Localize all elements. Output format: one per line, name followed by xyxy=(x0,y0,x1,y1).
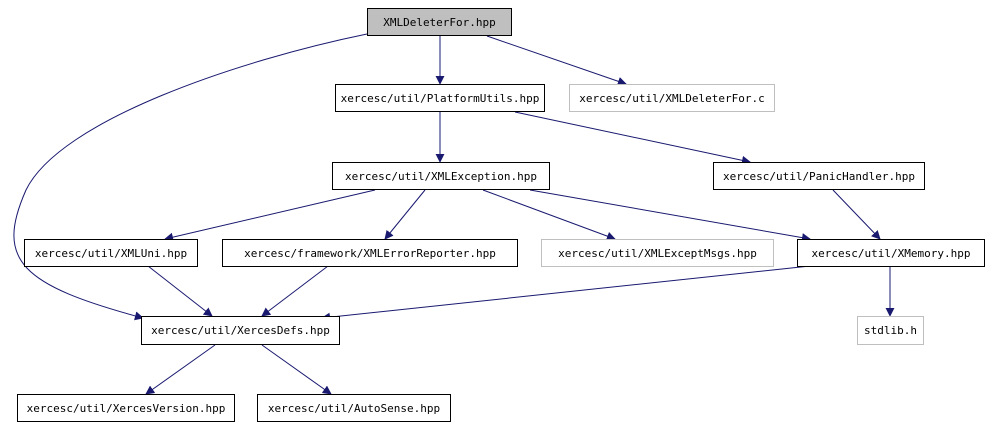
node-xmldeleterfor-hpp[interactable]: XMLDeleterFor.hpp xyxy=(367,8,512,36)
node-xmemory[interactable]: xercesc/util/XMemory.hpp xyxy=(797,239,985,267)
node-panichandler[interactable]: xercesc/util/PanicHandler.hpp xyxy=(713,162,925,190)
node-label: stdlib.h xyxy=(864,324,917,337)
edge-panichandler-to-xmemory xyxy=(832,189,881,240)
node-label: xercesc/util/XMLUni.hpp xyxy=(34,246,188,260)
edge-root-to-xercesdefs xyxy=(13,33,368,321)
node-xmlexceptmsgs[interactable]: xercesc/util/XMLExceptMsgs.hpp xyxy=(541,239,774,267)
node-label: xercesc/util/PanicHandler.hpp xyxy=(722,169,916,183)
node-label: xercesc/util/XMemory.hpp xyxy=(811,246,971,260)
node-xmldeleterfor-c[interactable]: xercesc/util/XMLDeleterFor.c xyxy=(569,84,775,112)
node-platformutils[interactable]: xercesc/util/PlatformUtils.hpp xyxy=(335,84,545,112)
node-xmlexception[interactable]: xercesc/util/XMLException.hpp xyxy=(332,162,550,190)
edge-xmlexception-to-xmluni xyxy=(164,189,376,242)
edge-xercesdefs-to-xercesversion xyxy=(145,344,216,395)
edge-xmluni-to-xercesdefs xyxy=(147,265,213,317)
edge-xmlexception-to-xmlexceptmsgs xyxy=(482,189,616,241)
node-autosense[interactable]: xercesc/util/AutoSense.hpp xyxy=(257,394,451,422)
node-label: xercesc/util/XMLDeleterFor.c xyxy=(579,91,765,105)
edge-xmlerrorreporter-to-xercesdefs xyxy=(261,265,329,317)
node-xercesdefs[interactable]: xercesc/util/XercesDefs.hpp xyxy=(141,316,340,345)
node-stdlib[interactable]: stdlib.h xyxy=(857,316,924,345)
node-label: xercesc/util/XMLExceptMsgs.hpp xyxy=(558,246,757,260)
node-xmluni[interactable]: xercesc/util/XMLUni.hpp xyxy=(24,239,198,267)
node-xercesversion[interactable]: xercesc/util/XercesVersion.hpp xyxy=(17,394,235,422)
node-xmlerrorreporter[interactable]: xercesc/framework/XMLErrorReporter.hpp xyxy=(222,239,518,267)
node-label: XMLDeleterFor.hpp xyxy=(383,15,496,29)
edge-root-to-xmldeleterfor-c xyxy=(486,35,627,86)
node-label: xercesc/util/XercesVersion.hpp xyxy=(26,401,226,415)
node-label: xercesc/util/XMLException.hpp xyxy=(344,169,538,183)
node-label: xercesc/util/XercesDefs.hpp xyxy=(151,324,330,337)
edge-platformutils-to-panichandler xyxy=(514,111,751,165)
node-label: xercesc/util/AutoSense.hpp xyxy=(267,401,441,415)
node-label: xercesc/framework/XMLErrorReporter.hpp xyxy=(244,246,496,260)
edge-xmlexception-to-xmlerrorreporter xyxy=(384,189,426,240)
node-label: xercesc/util/PlatformUtils.hpp xyxy=(340,91,540,105)
edge-xmemory-to-xercesdefs xyxy=(321,265,811,322)
edge-xercesdefs-to-autosense xyxy=(261,344,332,395)
edge-xmlexception-to-xmemory xyxy=(529,189,811,243)
